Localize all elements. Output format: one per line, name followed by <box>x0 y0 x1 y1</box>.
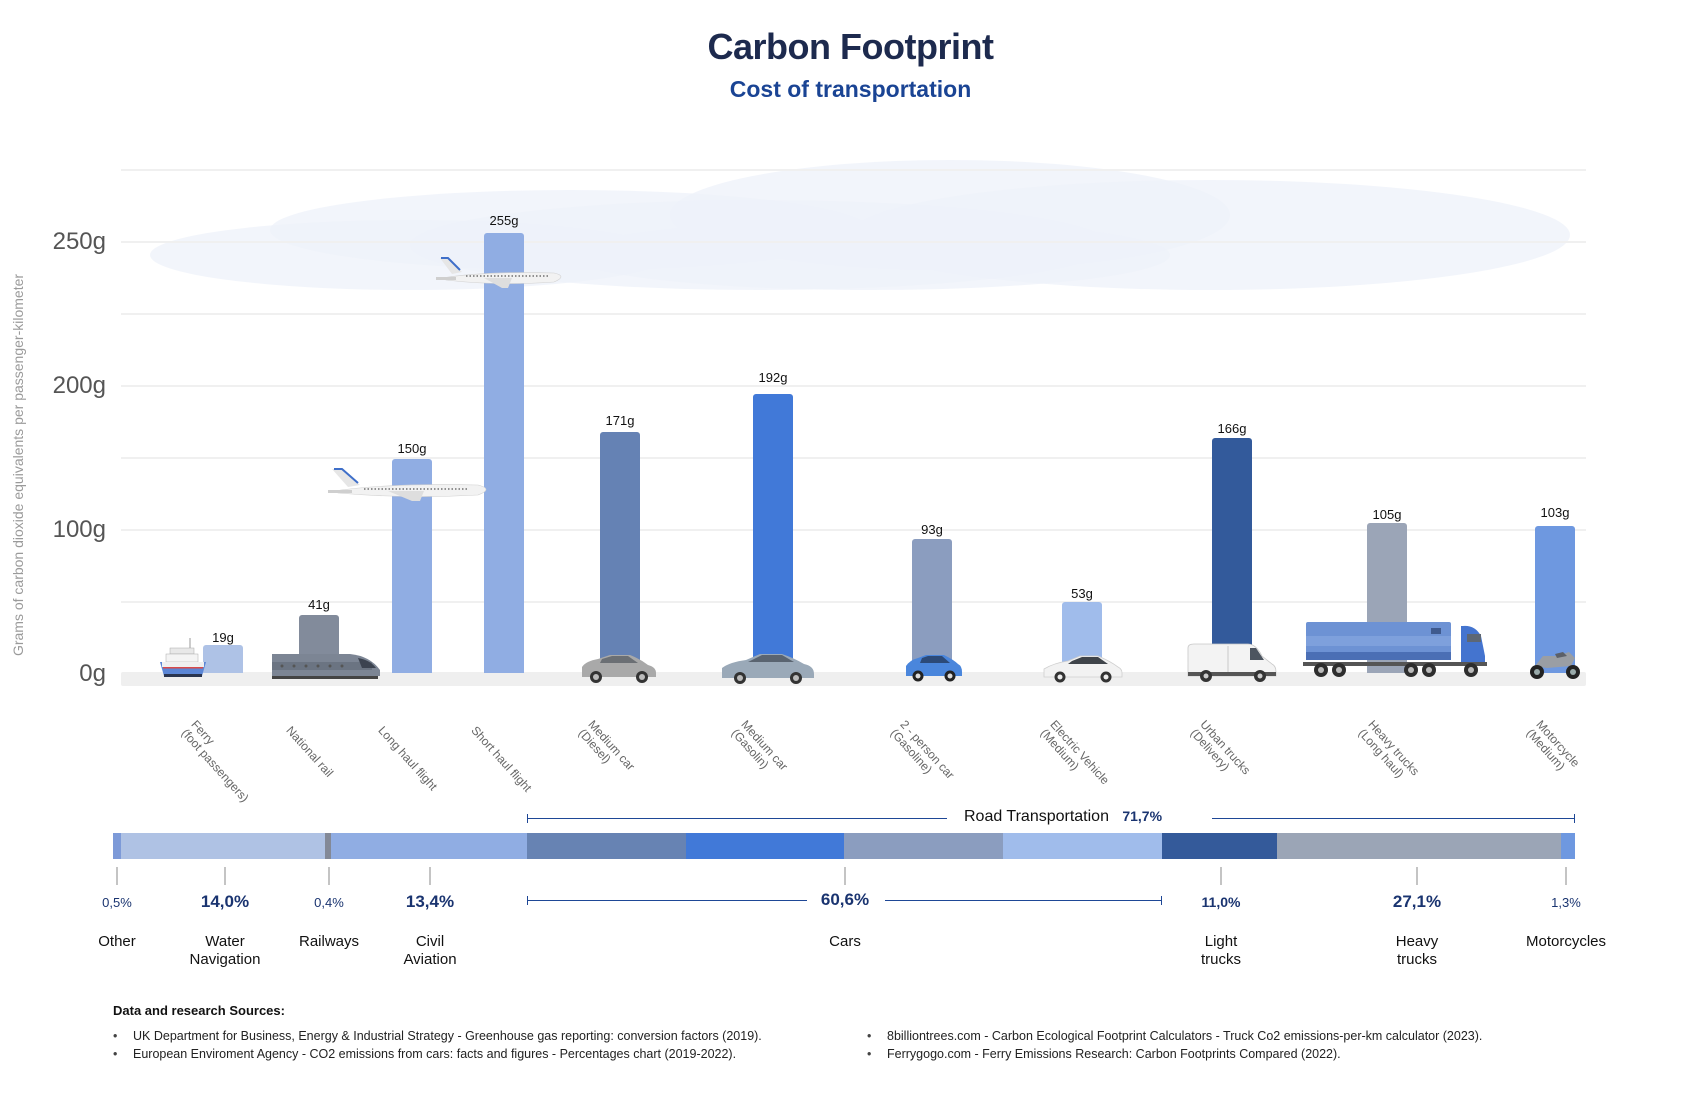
tick-other <box>116 867 118 885</box>
x-label-medium-car-gasolin: Medium car(Gasolin) <box>728 717 791 774</box>
tick-motorcycles <box>1565 867 1567 885</box>
segment-other <box>113 833 121 859</box>
tick-railways <box>328 867 330 885</box>
pct-water: 14,0% <box>200 892 250 911</box>
gridline <box>121 529 1586 531</box>
tick-heavy-trucks <box>1416 867 1418 885</box>
source-item: UK Department for Business, Energy & Ind… <box>113 1029 762 1043</box>
road-transportation-label: Road Transportation 71,7% <box>964 808 1163 825</box>
cloud-background <box>150 160 1570 320</box>
y-tick-250: 250g <box>52 228 106 255</box>
cat-other: Other <box>98 933 136 950</box>
segment-car-diesel <box>527 833 686 859</box>
segment-electric-vehicle <box>1003 833 1162 859</box>
motorcycle-icon <box>1530 652 1580 679</box>
y-tick-200: 200g <box>52 372 106 399</box>
pct-aviation: 13,4% <box>405 892 455 911</box>
pct-heavy-trucks: 27,1% <box>1392 892 1442 911</box>
gridline <box>121 313 1586 315</box>
tick-cars <box>844 867 846 885</box>
road-bracket-line-left <box>527 818 947 819</box>
segment-light-trucks <box>1162 833 1277 859</box>
x-label-electric-vehicle: Electric Vehicle(Medium) <box>1037 717 1113 788</box>
segment-car-gasolin <box>686 833 844 859</box>
electric-car-icon <box>1043 655 1123 683</box>
pct-light-trucks: 11,0% <box>1201 894 1241 910</box>
gridline <box>121 169 1586 171</box>
y-tick-0: 0g <box>79 660 106 687</box>
segment-railways <box>325 833 331 859</box>
cars-bracket-line-right <box>885 900 1162 901</box>
train-icon <box>272 654 380 679</box>
cat-cars: Cars <box>829 933 861 950</box>
road-bracket-end <box>1574 814 1575 823</box>
airplane-icon <box>328 468 487 501</box>
pct-motorcycles: 1,3% <box>1551 895 1581 910</box>
ferry-icon <box>160 638 206 677</box>
x-label-ferry: Ferry(foot passengers) <box>178 717 252 805</box>
small-car-icon <box>906 655 962 682</box>
y-tick-100: 100g <box>52 516 106 543</box>
x-label-heavy-trucks: Heavy trucks(Long haul) <box>1355 717 1423 781</box>
pct-other: 0,5% <box>102 895 132 910</box>
cat-railways: Railways <box>298 933 359 950</box>
x-label-medium-car-diesel: Medium car(Diesel) <box>575 717 638 774</box>
segment-heavy-trucks <box>1277 833 1561 859</box>
x-label-short-haul-flight: Short haul flight <box>468 723 535 795</box>
airplane-icon <box>436 257 562 288</box>
source-item: Ferrygogo.com - Ferry Emissions Research… <box>867 1047 1341 1061</box>
segment-2-person-car <box>844 833 1003 859</box>
road-transportation-pct: 71,7% <box>1122 808 1163 824</box>
y-axis-label: Grams of carbon dioxide equivalents per … <box>10 273 26 657</box>
cars-bracket-line-left <box>527 900 807 901</box>
tick-light-trucks <box>1220 867 1222 885</box>
share-stacked-bar <box>113 833 1575 859</box>
source-item: European Enviroment Agency - CO2 emissio… <box>113 1047 736 1061</box>
pct-cars: 60,6% <box>820 890 870 909</box>
pct-railways: 0,4% <box>314 895 344 910</box>
tick-water <box>224 867 226 885</box>
x-label-motorcycle: Motorcycle(Medium) <box>1523 717 1583 774</box>
car-icon <box>722 654 814 684</box>
segment-water-navigation <box>121 833 325 859</box>
gridline <box>121 601 1586 603</box>
road-bracket-line-right <box>1212 818 1575 819</box>
chart-title: Carbon Footprint <box>707 26 994 67</box>
cars-bracket-end <box>1161 896 1162 905</box>
tick-aviation <box>429 867 431 885</box>
cat-motorcycles: Motorcycles <box>1525 933 1607 950</box>
segment-civil-aviation <box>331 833 527 859</box>
segment-motorcycles <box>1561 833 1575 859</box>
x-label-long-haul-flight: Long haul flight <box>375 723 441 794</box>
x-label-national-rail: National rail <box>283 723 337 780</box>
van-icon <box>1187 643 1277 682</box>
tanker-truck-icon <box>1303 622 1487 677</box>
chart-subtitle: Cost of transportation <box>729 76 972 102</box>
gridline <box>121 241 1586 243</box>
x-label-2-person-car: 2 - person car(Gasoline) <box>887 717 958 782</box>
source-item: 8billiontrees.com - Carbon Ecological Fo… <box>867 1029 1482 1043</box>
sources-heading: Data and research Sources: <box>113 1003 285 1018</box>
gridline <box>121 385 1586 387</box>
gridline <box>121 457 1586 459</box>
x-label-urban-trucks: Urban trucks(Delivery) <box>1187 717 1254 778</box>
car-icon <box>582 655 656 683</box>
